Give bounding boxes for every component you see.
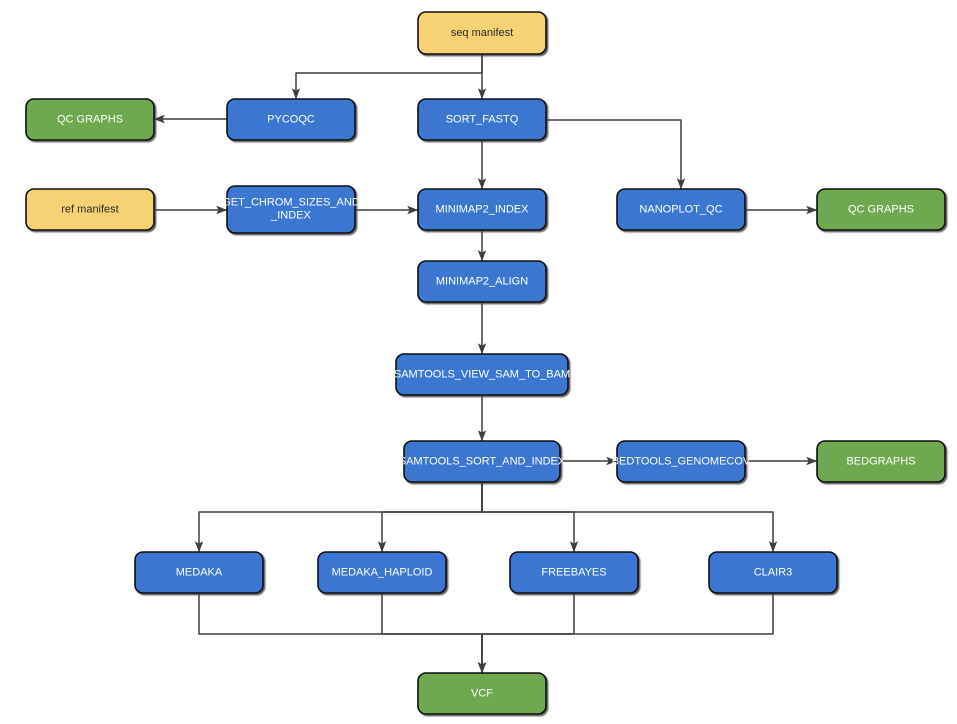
- node-bedgraphs[interactable]: BEDGRAPHS: [816, 440, 946, 483]
- node-pycoqc[interactable]: PYCOQC: [226, 98, 356, 141]
- edge-freebayes-to-vcf: [477, 593, 575, 674]
- node-box-ref_manifest[interactable]: [25, 188, 155, 231]
- node-minimap2_align[interactable]: MINIMAP2_ALIGN: [417, 260, 547, 303]
- node-ref_manifest[interactable]: ref manifest: [25, 188, 155, 231]
- edge-medaka-to-vcf: [198, 593, 487, 674]
- node-qc_graphs_right[interactable]: QC GRAPHS: [816, 188, 946, 231]
- edge-sort-to-clair3: [481, 482, 778, 553]
- node-box-samtools_sort[interactable]: [403, 440, 561, 483]
- node-seq_manifest[interactable]: seq manifest: [417, 11, 547, 55]
- edge-sort-to-medaka-hap: [377, 482, 483, 553]
- node-box-qc_graphs_right[interactable]: [816, 188, 946, 231]
- node-minimap2_index[interactable]: MINIMAP2_INDEX: [417, 188, 547, 231]
- node-box-qc_graphs_left[interactable]: [25, 98, 155, 141]
- node-vcf[interactable]: VCF: [417, 672, 547, 715]
- node-box-vcf[interactable]: [417, 672, 547, 715]
- node-box-bedtools_cov[interactable]: [616, 440, 746, 483]
- node-samtools_view[interactable]: SAMTOOLS_VIEW_SAM_TO_BAM: [394, 353, 570, 396]
- node-samtools_sort[interactable]: SAMTOOLS_SORT_AND_INDEX: [399, 440, 566, 483]
- node-freebayes[interactable]: FREEBAYES: [509, 551, 639, 594]
- node-box-seq_manifest[interactable]: [417, 11, 547, 55]
- edge-seq-to-pycoqc: [291, 54, 483, 100]
- node-box-samtools_view[interactable]: [395, 353, 569, 396]
- node-qc_graphs_left[interactable]: QC GRAPHS: [25, 98, 155, 141]
- node-box-freebayes[interactable]: [509, 551, 639, 594]
- node-box-clair3[interactable]: [708, 551, 838, 594]
- node-box-sort_fastq[interactable]: [417, 98, 547, 141]
- node-medaka_haploid[interactable]: MEDAKA_HAPLOID: [317, 551, 447, 594]
- node-nanoplot_qc[interactable]: NANOPLOT_QC: [616, 188, 746, 231]
- node-get_chrom_sizes[interactable]: GET_CHROM_SIZES_AND_INDEX: [222, 185, 360, 234]
- node-box-get_chrom_sizes[interactable]: [226, 185, 356, 234]
- edges-layer: [153, 54, 818, 674]
- node-box-minimap2_index[interactable]: [417, 188, 547, 231]
- node-box-minimap2_align[interactable]: [417, 260, 547, 303]
- node-box-nanoplot_qc[interactable]: [616, 188, 746, 231]
- node-box-medaka[interactable]: [134, 551, 264, 594]
- edge-sort-to-nanoplot: [546, 119, 686, 190]
- node-box-pycoqc[interactable]: [226, 98, 356, 141]
- edge-sort-to-medaka: [194, 482, 483, 553]
- node-box-medaka_haploid[interactable]: [317, 551, 447, 594]
- node-sort_fastq[interactable]: SORT_FASTQ: [417, 98, 547, 141]
- node-clair3[interactable]: CLAIR3: [708, 551, 838, 594]
- edge-sort-to-freebayes: [481, 482, 579, 553]
- edge-medaka-hap-to-vcf: [381, 593, 487, 674]
- edge-clair3-to-vcf: [477, 593, 774, 674]
- node-box-bedgraphs[interactable]: [816, 440, 946, 483]
- node-medaka[interactable]: MEDAKA: [134, 551, 264, 594]
- node-bedtools_cov[interactable]: BEDTOOLS_GENOMECOV: [612, 440, 751, 483]
